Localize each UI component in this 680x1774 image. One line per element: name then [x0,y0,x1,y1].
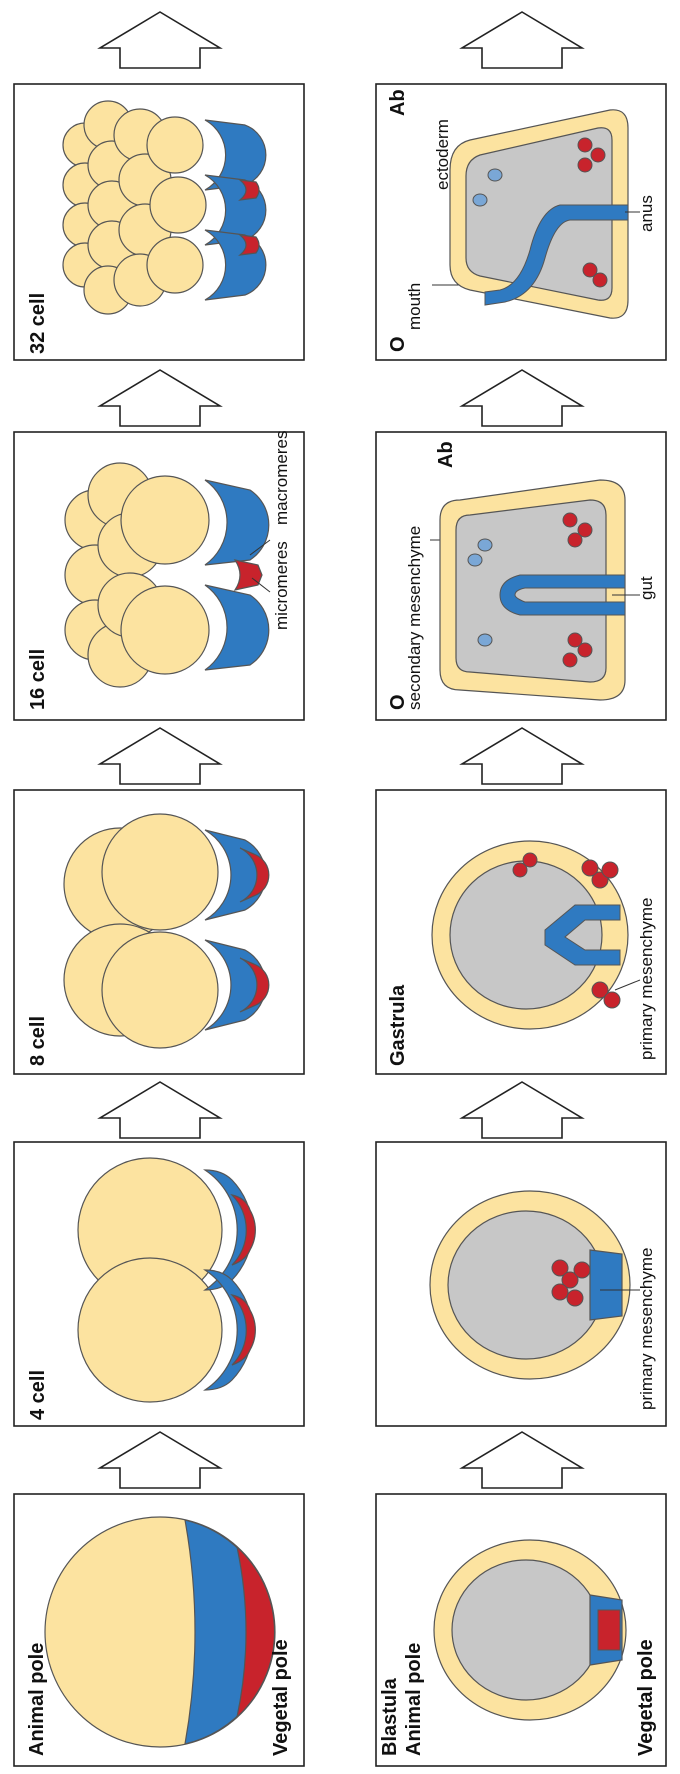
animal-pole-label: Animal pole [403,1643,425,1756]
arrow-up-icon [100,12,220,68]
panel-title: Gastrula [387,984,409,1066]
panel-title: 32 cell [27,293,49,354]
secondary-mesenchyme-label: secondary mesenchyme [405,526,424,710]
gastrula-embryo [432,841,628,1029]
o-label: O [387,336,409,352]
prism-embryo [450,110,628,318]
panel-blastula: Blastula Animal pole Vegetal pole [376,1494,666,1766]
animal-pole-label: Animal pole [26,1643,48,1756]
micromeres-label: micromeres [272,541,291,630]
panel-title: Blastula [379,1677,401,1756]
arrow-up-icon [462,728,582,784]
panel-late-gastrula: O Ab secondary mesenchyme gut [376,432,666,720]
mouth-label: mouth [405,283,424,330]
panel-early-gastrula: primary mesenchyme [376,1142,666,1426]
gut-label: gut [637,576,656,600]
panel-32-cell: 32 cell [14,84,304,360]
arrow-up-icon [100,1432,220,1488]
primary-mesenchyme-label: primary mesenchyme [637,1248,656,1411]
arrow-up-icon [100,370,220,426]
panel-gastrula: Gastrula primary mesenchyme [376,790,666,1074]
embryo-32-cell [63,101,266,314]
panel-title: 16 cell [27,649,49,710]
embryo-4-cell [78,1158,255,1402]
panel-prism: O Ab mouth ectoderm anus [376,84,666,360]
vegetal-pole-label: Vegetal pole [635,1639,657,1756]
primary-mesenchyme-label: primary mesenchyme [637,898,656,1061]
arrow-up-icon [100,728,220,784]
arrow-up-icon [462,1082,582,1138]
panel-16-cell: 16 cell micromeres macromeres [14,431,304,720]
ectoderm-label: ectoderm [433,119,452,190]
panel-4-cell: 4 cell [14,1142,304,1426]
arrow-up-icon [462,370,582,426]
early-gastrula-embryo [430,1191,630,1379]
arrow-up-icon [100,1082,220,1138]
vegetal-pole-label: Vegetal pole [270,1639,292,1756]
ab-label: Ab [435,441,457,468]
panel-title: 8 cell [27,1016,49,1066]
blastula-embryo [434,1540,626,1720]
panel-8-cell: 8 cell [14,790,304,1074]
ab-label: Ab [387,89,409,116]
arrow-up-icon [462,1432,582,1488]
panel-uncleaved-egg: Animal pole Vegetal pole [14,1494,304,1766]
macromeres-label: macromeres [272,431,291,525]
anus-label: anus [637,195,656,232]
arrow-up-icon [462,12,582,68]
panel-title: 4 cell [27,1370,49,1420]
late-gastrula-embryo [440,480,625,700]
egg [45,1517,275,1747]
